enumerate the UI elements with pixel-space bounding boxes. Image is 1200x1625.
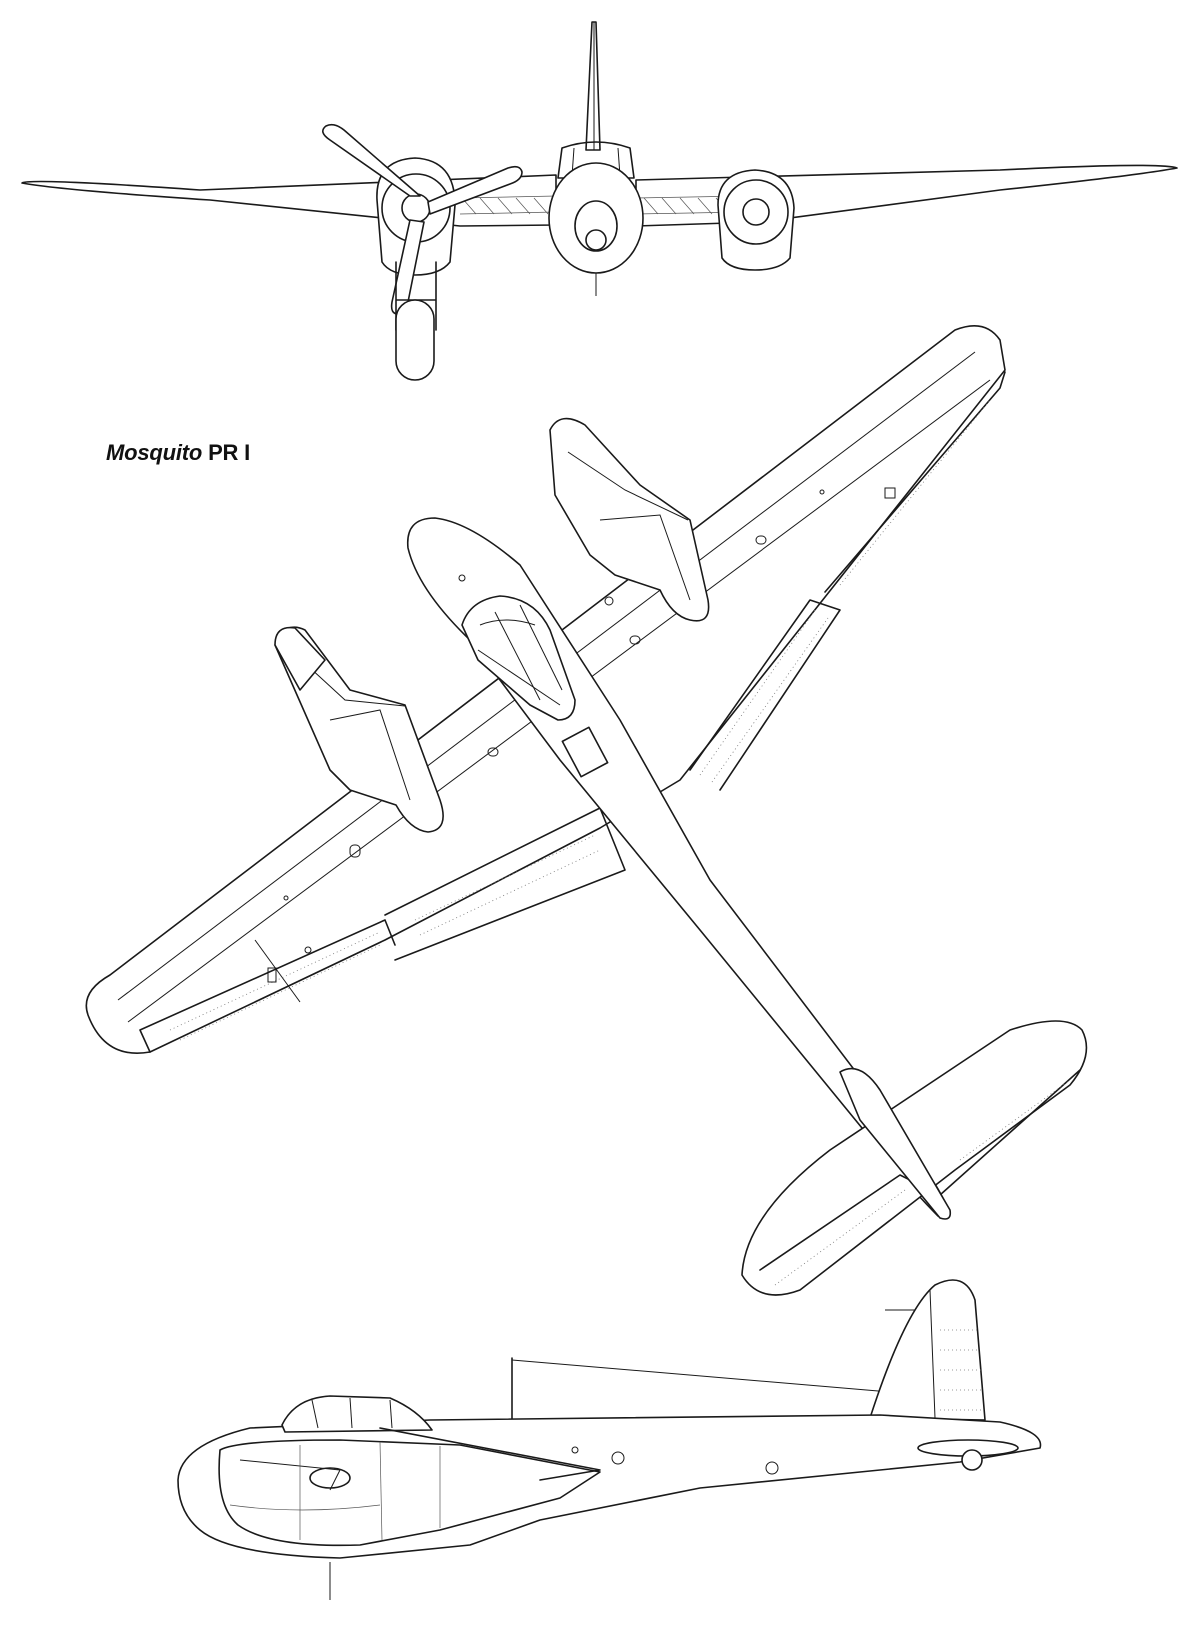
top-canopy-frames	[477, 604, 563, 706]
front-right-wing	[635, 164, 1178, 227]
drawing-title: Mosquito PR I	[106, 440, 250, 466]
top-right-nacelle	[549, 417, 710, 622]
top-right-aileron	[824, 371, 1006, 593]
side-exhaust	[309, 1467, 351, 1489]
side-canopy-frames	[311, 1397, 393, 1429]
top-view	[85, 324, 1088, 1296]
side-wing-root	[379, 1427, 601, 1481]
front-fin	[585, 21, 601, 151]
top-left-flap	[384, 807, 626, 961]
top-left-spinner	[274, 626, 326, 691]
top-fuselage-hatch	[561, 726, 609, 778]
front-right-nacelle	[717, 169, 795, 271]
top-left-aileron	[139, 919, 396, 1053]
side-nacelle-panels	[229, 1441, 441, 1541]
aircraft-model-name: Mosquito	[106, 440, 203, 465]
top-wing-details	[267, 487, 896, 983]
front-left-propeller-blade-right	[427, 165, 523, 215]
front-left-wheel	[395, 299, 435, 381]
top-control-surface-ribs	[169, 399, 991, 1041]
top-right-flap	[689, 599, 841, 791]
front-fuselage-nose	[548, 162, 644, 274]
aircraft-variant: PR I	[208, 440, 251, 465]
side-nacelle	[218, 1439, 601, 1547]
side-fuselage-details	[329, 1446, 779, 1600]
side-rudder-ribs	[940, 1329, 984, 1411]
side-fin	[869, 1279, 986, 1421]
front-view	[21, 21, 1178, 381]
top-fin	[839, 1067, 952, 1220]
side-canopy	[281, 1395, 433, 1433]
side-tail-wheel	[961, 1449, 983, 1471]
front-canopy	[557, 141, 635, 179]
front-left-propeller-blade-upper	[322, 123, 421, 197]
side-aerial-wire	[511, 1359, 891, 1393]
top-elevator-ribs	[774, 1079, 1071, 1286]
side-view	[177, 1279, 1042, 1600]
